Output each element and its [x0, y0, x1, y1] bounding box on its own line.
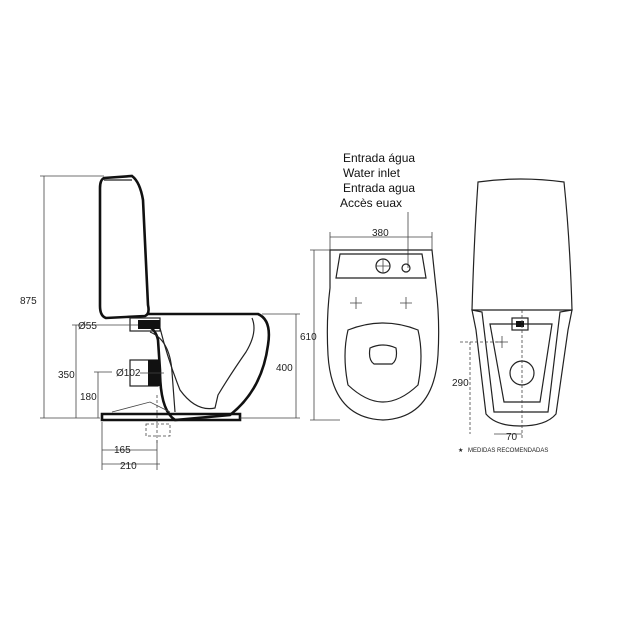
note-label: MEDIDAS RECOMENDADAS: [468, 448, 548, 454]
dim-165-line: [101, 422, 158, 470]
dim-400-label: 400: [276, 363, 293, 374]
dim-180-label: 180: [80, 392, 97, 403]
dim-380-label: 380: [372, 228, 389, 239]
top-hinge-right: [400, 297, 412, 309]
side-bowl-outline: [147, 312, 271, 422]
dim-875-line: [40, 175, 104, 419]
dim-350-label: 350: [58, 370, 75, 381]
floor-fixing: [111, 401, 171, 413]
front-view: 290 70 ★ MEDIDAS RECOMENDADAS: [452, 178, 573, 454]
dim-70-label: 70: [506, 432, 518, 443]
dim-610-line: [310, 249, 340, 421]
side-base: [100, 412, 242, 422]
dim-55-label: Ø55: [78, 321, 97, 332]
dim-400-line: [240, 313, 300, 419]
inlet-pipe-fill: [138, 320, 160, 329]
dim-875-label: 875: [20, 296, 37, 307]
front-inner: [489, 323, 553, 403]
side-tank-outline: [98, 174, 150, 320]
top-view: Entrada água Water inlet Entrada agua Ac…: [300, 151, 440, 421]
top-bowl-opening: [368, 344, 398, 365]
front-tank: [471, 178, 573, 311]
inlet-label-fr: Accès euax: [340, 196, 402, 210]
inlet-label-pt: Entrada água: [343, 151, 415, 165]
side-trap: [149, 331, 176, 413]
top-hinge-left: [350, 297, 362, 309]
top-seat-outer: [344, 322, 422, 403]
dim-290-label: 290: [452, 378, 469, 389]
floor-drain: [145, 423, 171, 437]
dim-210-label: 210: [120, 461, 137, 472]
side-bowl-inner: [159, 317, 255, 410]
side-view: 875 350 180 Ø55 Ø102 400 165 210: [20, 174, 300, 472]
dim-380-line: [329, 232, 433, 250]
front-inlet-box: [511, 317, 529, 331]
front-inlet-core: [516, 321, 524, 327]
dim-165-label: 165: [114, 445, 131, 456]
dim-610-label: 610: [300, 332, 317, 343]
note-star: ★: [458, 447, 463, 454]
top-tank-rect: [335, 253, 427, 279]
front-outline: [471, 309, 573, 427]
top-inlet-cross: [376, 259, 390, 273]
dim-350-line: [72, 324, 100, 418]
top-outline: [326, 249, 440, 421]
top-valve-circle: [401, 263, 411, 273]
dim-180-line: [94, 371, 112, 418]
inlet-label-es: Entrada agua: [343, 181, 415, 195]
dim-102-label: Ø102: [116, 368, 141, 379]
inlet-label-en: Water inlet: [343, 166, 401, 180]
